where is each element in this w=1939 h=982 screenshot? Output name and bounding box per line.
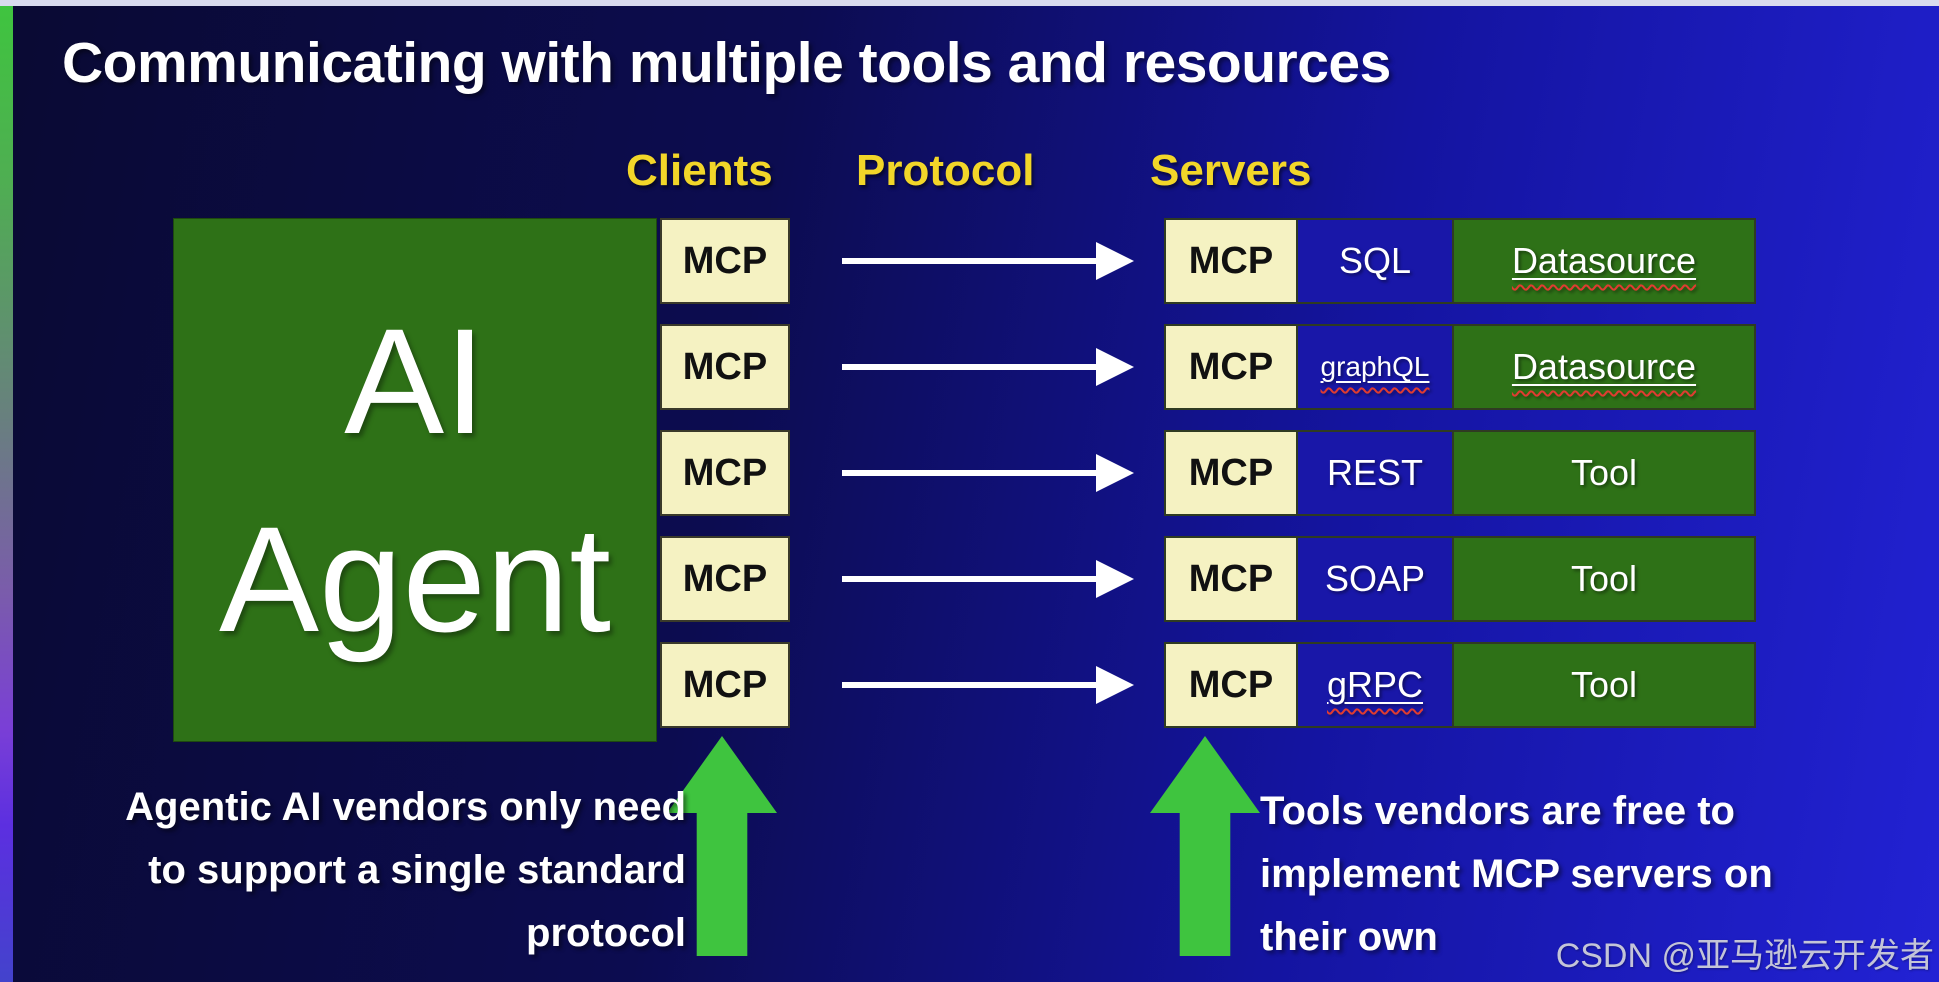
client-mcp-box: MCP [660, 642, 790, 728]
protocol-cell: SOAP [1298, 538, 1454, 620]
server-mcp-label: MCP [1188, 239, 1274, 282]
server-row: MCP gRPC Tool [1164, 642, 1756, 728]
target-cell: Datasource [1454, 220, 1754, 302]
note-line: implement MCP servers on [1260, 852, 1773, 896]
server-mcp-box: MCP [1166, 432, 1298, 514]
server-row: MCP REST Tool [1164, 430, 1756, 516]
note-line: protocol [526, 911, 686, 955]
flow-right-arrow-icon [842, 560, 1134, 598]
server-row: MCP SQL Datasource [1164, 218, 1756, 304]
protocol-cell: SQL [1298, 220, 1454, 302]
column-header-protocol: Protocol [856, 146, 1035, 195]
client-mcp-label: MCP [682, 345, 768, 388]
target-cell: Tool [1454, 432, 1754, 514]
ai-agent-label-line1: AI [344, 297, 486, 465]
protocol-label: SQL [1338, 240, 1412, 281]
protocol-cell: graphQL [1298, 326, 1454, 408]
protocol-label: SOAP [1324, 558, 1426, 599]
server-row: MCP SOAP Tool [1164, 536, 1756, 622]
client-mcp-box: MCP [660, 218, 790, 304]
target-cell: Tool [1454, 644, 1754, 726]
server-mcp-label: MCP [1188, 451, 1274, 494]
client-mcp-box: MCP [660, 430, 790, 516]
client-mcp-box: MCP [660, 536, 790, 622]
top-edge-strip [0, 0, 1939, 6]
target-label: Datasource [1511, 346, 1697, 387]
column-header-servers: Servers [1150, 146, 1312, 195]
client-mcp-label: MCP [682, 557, 768, 600]
server-row: MCP graphQL Datasource [1164, 324, 1756, 410]
server-mcp-box: MCP [1166, 644, 1298, 726]
server-mcp-label: MCP [1188, 663, 1274, 706]
note-line: Agentic AI vendors only need [125, 785, 686, 829]
target-label: Tool [1570, 558, 1638, 599]
watermark: CSDN @亚马逊云开发者 [1555, 937, 1934, 975]
target-cell: Tool [1454, 538, 1754, 620]
left-edge-gradient-strip [0, 6, 13, 982]
note-line: their own [1260, 915, 1438, 959]
server-mcp-label: MCP [1188, 557, 1274, 600]
server-mcp-label: MCP [1188, 345, 1274, 388]
protocol-cell: gRPC [1298, 644, 1454, 726]
target-label: Tool [1570, 664, 1638, 705]
protocol-label: REST [1326, 452, 1423, 493]
note-servers: Tools vendors are free to implement MCP … [1260, 780, 1860, 969]
target-label: Datasource [1511, 240, 1697, 281]
client-mcp-label: MCP [682, 239, 768, 282]
up-arrow-icon [1150, 736, 1260, 956]
ai-agent-label-line2: Agent [219, 495, 611, 663]
protocol-label: gRPC [1326, 664, 1424, 705]
flow-right-arrow-icon [842, 454, 1134, 492]
target-cell: Datasource [1454, 326, 1754, 408]
note-line: Tools vendors are free to [1260, 789, 1735, 833]
protocol-cell: REST [1298, 432, 1454, 514]
client-mcp-label: MCP [682, 663, 768, 706]
flow-right-arrow-icon [842, 666, 1134, 704]
server-mcp-box: MCP [1166, 326, 1298, 408]
client-mcp-label: MCP [682, 451, 768, 494]
client-mcp-box: MCP [660, 324, 790, 410]
flow-right-arrow-icon [842, 242, 1134, 280]
server-mcp-box: MCP [1166, 220, 1298, 302]
ai-agent-box: AI Agent [173, 218, 657, 742]
target-label: Tool [1570, 452, 1638, 493]
server-mcp-box: MCP [1166, 538, 1298, 620]
column-header-clients: Clients [626, 146, 773, 195]
page-title: Communicating with multiple tools and re… [62, 31, 1391, 95]
protocol-label: graphQL [1320, 351, 1430, 382]
note-clients: Agentic AI vendors only need to support … [100, 776, 686, 965]
note-line: to support a single standard [148, 848, 686, 892]
flow-right-arrow-icon [842, 348, 1134, 386]
